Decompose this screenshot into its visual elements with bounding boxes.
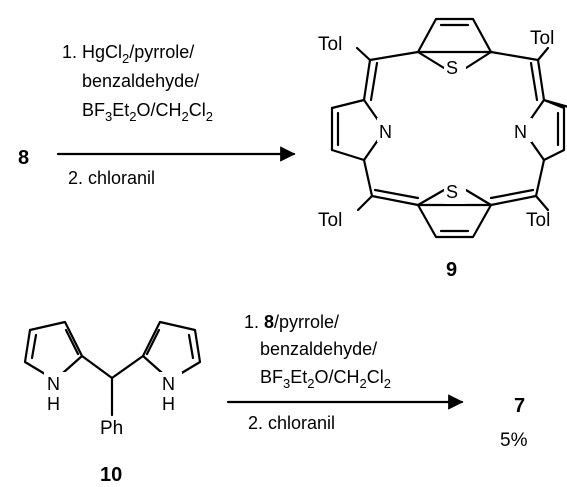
tol-top-left: Tol xyxy=(318,34,342,55)
condition-2-line-3: BF3Et2O/CH2Cl2 xyxy=(260,367,391,391)
tol-bottom-right: Tol xyxy=(526,210,550,231)
dithiaporphyrin-9-structure: S N N xyxy=(318,17,567,239)
reactant-10-label: 10 xyxy=(100,464,122,486)
tol-bottom-left: Tol xyxy=(318,210,342,231)
nh-left-n: N xyxy=(47,374,60,394)
product-7-label: 7 xyxy=(514,395,525,417)
condition-2-line-1: 1. 8/pyrrole/ xyxy=(244,312,339,332)
thiophene-sulfur-bottom: S xyxy=(446,182,458,202)
condition-2-line-4: 2. chloranil xyxy=(248,413,335,433)
condition-1-line-2: benzaldehyde/ xyxy=(82,71,199,91)
reaction-1-conditions: 1. HgCl2/pyrrole/ benzaldehyde/ BF3Et2O/… xyxy=(62,42,213,188)
dipyrromethane-10-structure: N H N H Ph xyxy=(23,320,202,439)
pyrrole-nitrogen-right: N xyxy=(514,122,527,142)
reactant-8-label: 8 xyxy=(18,147,29,169)
condition-1-line-4: 2. chloranil xyxy=(68,168,155,188)
tol-top-right: Tol xyxy=(530,28,554,49)
nh-right-h: H xyxy=(162,394,175,414)
reaction-1: 8 1. HgCl2/pyrrole/ benzaldehyde/ BF3Et2… xyxy=(18,17,567,281)
pyrrole-nitrogen-left: N xyxy=(379,122,392,142)
product-7-yield: 5% xyxy=(500,430,528,451)
nh-right-n: N xyxy=(162,374,175,394)
thiophene-sulfur-top: S xyxy=(446,58,458,78)
condition-1-line-3: BF3Et2O/CH2Cl2 xyxy=(82,100,213,124)
nh-left-h: H xyxy=(47,394,60,414)
condition-1-line-1: 1. HgCl2/pyrrole/ xyxy=(62,42,194,66)
condition-2-line-2: benzaldehyde/ xyxy=(260,339,377,359)
reaction-2: N H N H Ph 10 1. 8/pyrrole/ benzaldehyde… xyxy=(23,312,528,486)
product-9-label: 9 xyxy=(446,259,457,281)
reaction-2-conditions: 1. 8/pyrrole/ benzaldehyde/ BF3Et2O/CH2C… xyxy=(244,312,391,433)
phenyl-label: Ph xyxy=(100,418,123,439)
